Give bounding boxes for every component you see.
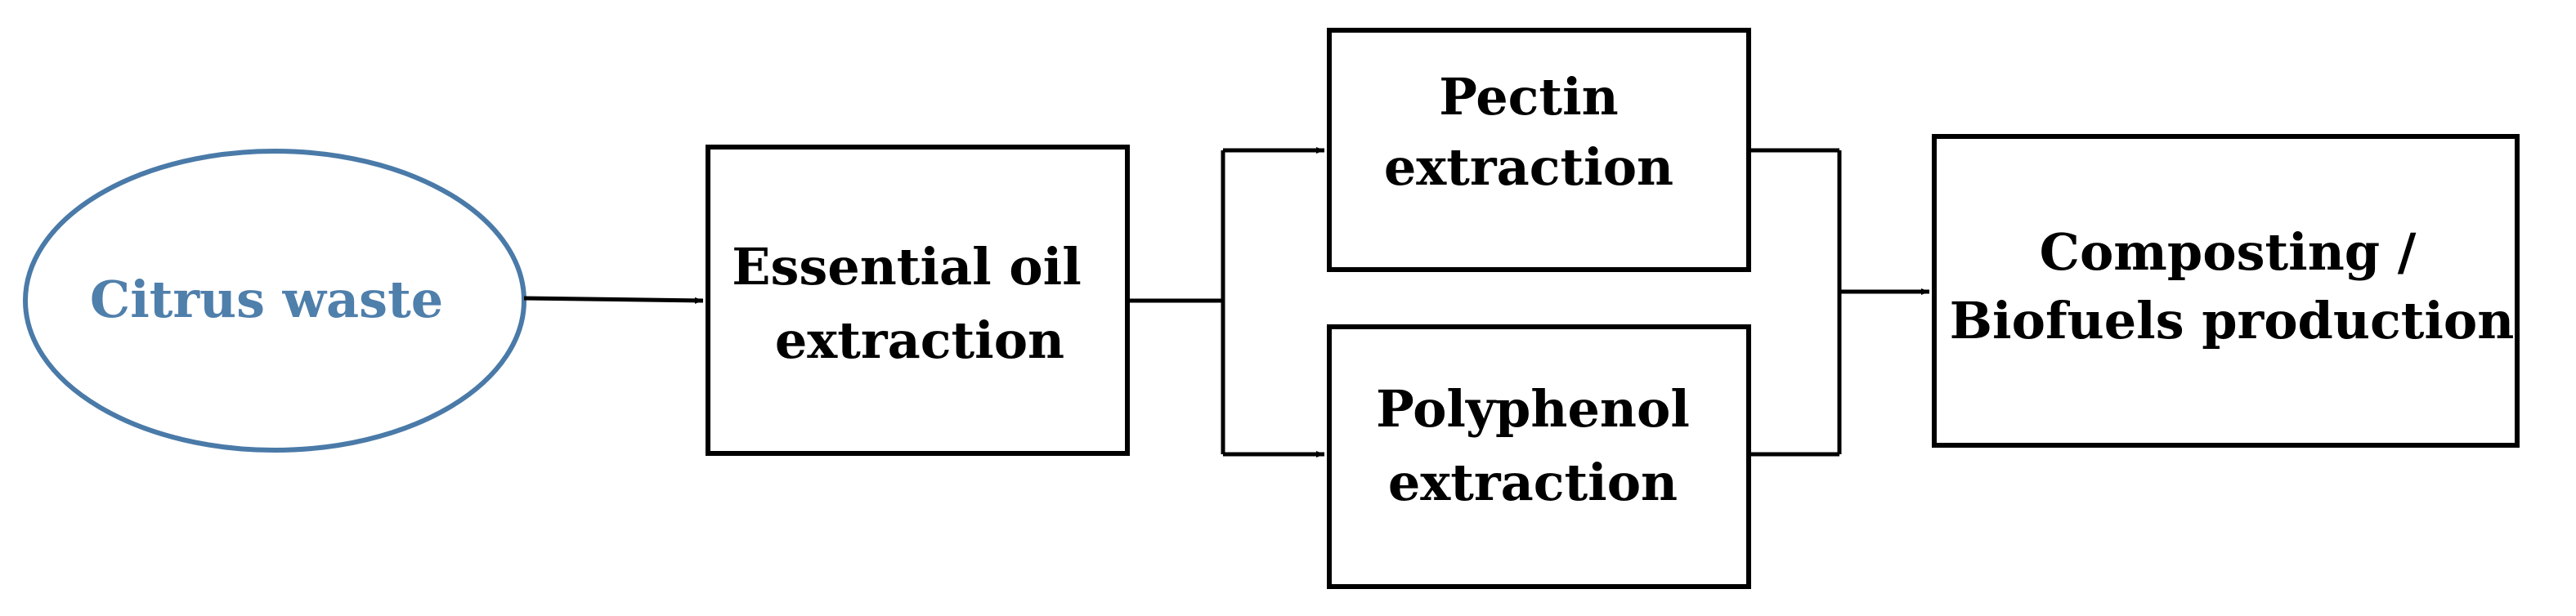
- polyphenol-label-line1: Polyphenol: [1376, 379, 1690, 439]
- node-composting-biofuels: Composting / Biofuels production: [1932, 134, 2520, 448]
- polyphenol-label-line2: extraction: [1388, 453, 1678, 512]
- start-node-ellipse: [23, 149, 526, 453]
- start-node-citrus-waste: Citrus waste: [23, 149, 526, 453]
- pectin-label-line1: Pectin: [1439, 67, 1618, 127]
- essential-oil-box: [706, 145, 1130, 456]
- node-essential-oil-extraction: Essential oil extraction: [706, 145, 1130, 456]
- essential-oil-label-line2: extraction: [775, 310, 1064, 370]
- polyphenol-box: [1327, 324, 1751, 589]
- node-pectin-extraction: Pectin extraction: [1327, 28, 1751, 272]
- pectin-label-line2: extraction: [1384, 137, 1673, 197]
- composting-label-line1: Composting /: [2040, 222, 2417, 282]
- composting-box: [1932, 134, 2520, 448]
- composting-label-line2: Biofuels production: [1950, 291, 2515, 350]
- arrow-citrus-to-essential-oil: [523, 296, 704, 304]
- start-node-label: Citrus waste: [90, 270, 443, 329]
- essential-oil-label-line1: Essential oil: [732, 237, 1082, 297]
- node-polyphenol-extraction: Polyphenol extraction: [1327, 324, 1751, 589]
